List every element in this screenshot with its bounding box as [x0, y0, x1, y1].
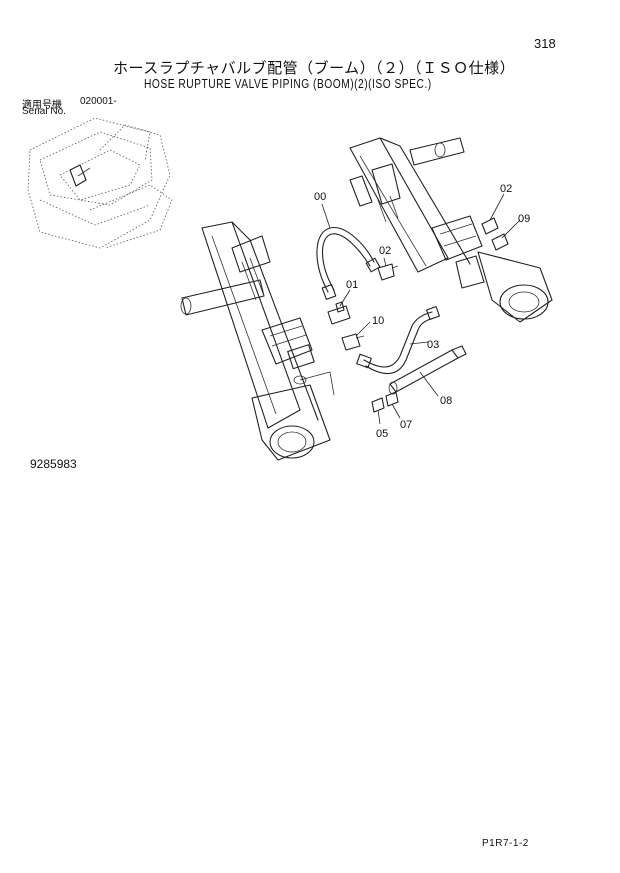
callout-labels: 00 01 02 02 03 05 07 08 09 10	[314, 183, 530, 440]
boom-assembly-drawing	[180, 221, 335, 461]
callout-08: 08	[440, 395, 452, 407]
page-number: 318	[534, 36, 556, 51]
serial-value: 020001-	[80, 96, 117, 107]
callout-01: 01	[346, 279, 358, 291]
title-japanese: ホースラプチャバルブ配管（ブーム）（２）（ＩＳＯ仕様）	[113, 59, 516, 77]
serial-label-english: Serial No.	[22, 106, 66, 117]
callout-09: 09	[518, 213, 530, 225]
callout-02: 02	[379, 245, 391, 257]
callout-05: 05	[376, 428, 388, 440]
callout-02-right: 02	[500, 183, 512, 195]
callout-10: 10	[372, 315, 384, 327]
boom-assembly-right-drawing	[349, 137, 553, 323]
callout-03: 03	[427, 339, 439, 351]
fitting-part-10	[341, 333, 365, 351]
title-english: HOSE RUPTURE VALVE PIPING (BOOM)(2)(ISO …	[144, 77, 432, 91]
tee-part-01	[327, 301, 351, 325]
fitting-part-05	[371, 397, 385, 413]
pipe-part-03	[356, 306, 440, 375]
leader-lines	[321, 193, 521, 425]
callout-07: 07	[400, 419, 412, 431]
pipe-part-08	[388, 345, 467, 395]
excavator-outline-icon	[27, 117, 173, 249]
callout-00: 00	[314, 191, 326, 203]
fitting-part-02-right	[481, 217, 499, 235]
drawing-number: 9285983	[30, 457, 77, 471]
fitting-part-09	[491, 233, 509, 251]
footer-code: P1R7-1-2	[482, 838, 529, 849]
fitting-part-07	[385, 391, 399, 407]
serial-label-japanese: 適用号機	[22, 100, 62, 111]
elbow-part-02	[377, 263, 399, 281]
